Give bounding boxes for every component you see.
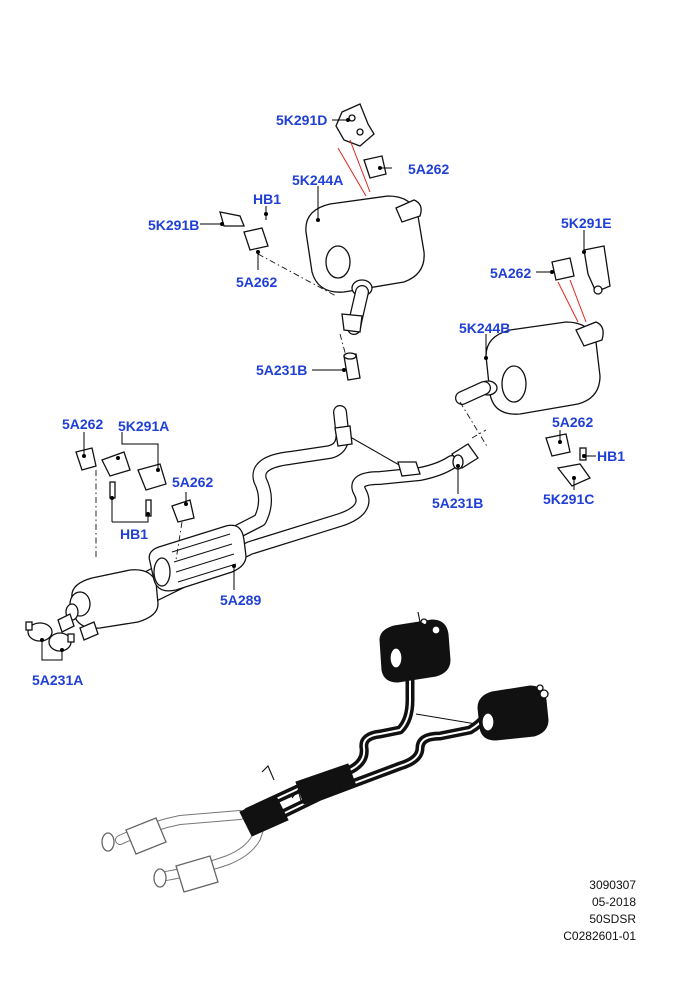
label-HB1-upper: HB1 [253, 191, 281, 207]
clamps-5A231B [339, 333, 487, 470]
label-5K244B: 5K244B [459, 320, 510, 336]
label-5K291E: 5K291E [561, 215, 612, 231]
label-5A262-left-2: 5A262 [552, 414, 593, 430]
label-5A231B-right: 5A231B [256, 362, 307, 378]
overview-muffler-left [477, 684, 549, 741]
overview-hangers [261, 611, 431, 805]
center-pipe-5A289 [113, 405, 459, 609]
label-5A262-front-2: 5A262 [172, 474, 213, 490]
label-5A262-front-1: 5A262 [62, 416, 103, 432]
overview-front-catalysts [101, 810, 265, 893]
callout-labels: 5K291D 5A262 5K244A HB1 5K291B 5A262 5K2… [32, 112, 625, 688]
label-5A262-left-1: 5A262 [490, 265, 531, 281]
overview-dark-pipes [239, 671, 491, 837]
footer-ref-block: 3090307 05-2018 50SDSR C0282601-01 [563, 877, 636, 945]
label-HB1-front: HB1 [120, 526, 148, 542]
label-5K291B: 5K291B [148, 217, 199, 233]
label-HB1-left: HB1 [597, 448, 625, 464]
label-5K291C: 5K291C [543, 491, 594, 507]
muffler-5K244A [305, 195, 425, 335]
front-clamps-5A231A [25, 621, 75, 652]
footer-illustration-id: C0282601-01 [563, 929, 636, 943]
bracket-5K291C [545, 433, 591, 487]
label-5A231B-left: 5A231B [432, 495, 483, 511]
exploded-view: 5K291D 5A262 5K244A HB1 5K291B 5A262 5K2… [25, 103, 625, 688]
front-muffler [57, 569, 159, 641]
footer-date: 05-2018 [591, 895, 636, 909]
overview-view [101, 611, 549, 893]
overview-muffler-right [379, 618, 451, 683]
label-5A289: 5A289 [220, 592, 261, 608]
footer-model-code: 50SDSR [589, 912, 636, 926]
muffler-5K244B [455, 321, 604, 449]
footer-ref-number: 3090307 [589, 878, 636, 892]
bracket-5K291B [219, 211, 337, 297]
label-5A262-right-2: 5A262 [236, 274, 277, 290]
label-5K244A: 5K244A [292, 172, 343, 188]
bracket-5K291E [551, 245, 611, 323]
leader-lines [40, 118, 596, 661]
label-5K291D: 5K291D [276, 112, 327, 128]
bracket-5K291D [335, 103, 387, 197]
label-5A262-right-1: 5A262 [408, 161, 449, 177]
resonator-body [148, 524, 247, 592]
label-5K291A: 5K291A [118, 418, 169, 434]
label-5A231A: 5A231A [32, 672, 83, 688]
